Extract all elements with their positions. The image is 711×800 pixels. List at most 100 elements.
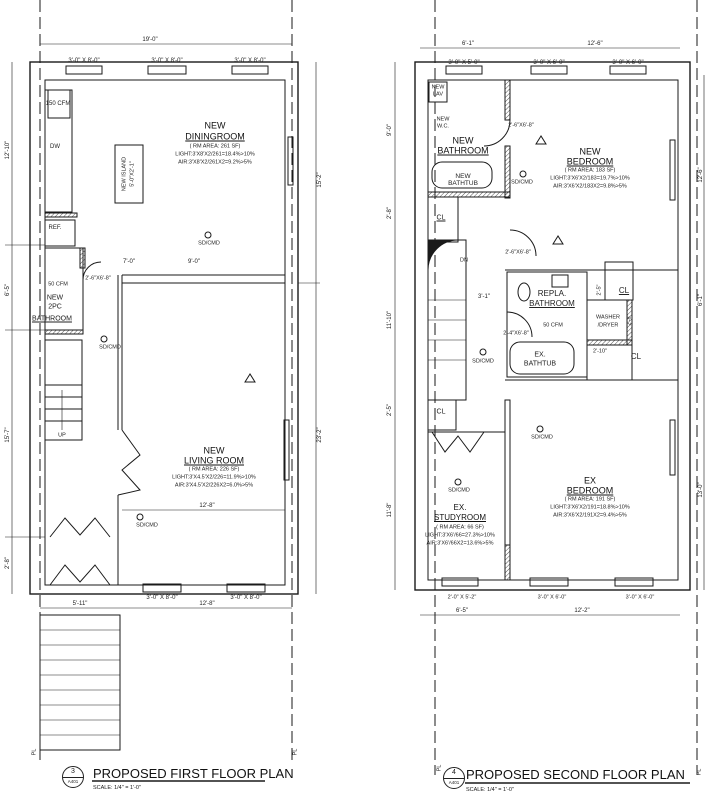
dim-closet-1: 2'-5": [596, 284, 603, 296]
new-bedroom-name-2: BEDROOM: [566, 156, 614, 167]
dim-left-1: 12'-10": [5, 140, 11, 160]
door-label: 2'-6"X6'-8": [508, 122, 534, 129]
dim-right-3: 13'-0": [698, 482, 704, 498]
laundry-label-2: /DRYER: [597, 322, 619, 329]
closet-label: CL: [436, 408, 446, 416]
ex-bedroom-light: LIGHT:3'X6'X2/191=18.8%>10%: [550, 504, 630, 511]
repla-bath-name-1: REPLA.: [537, 289, 567, 298]
ex-tub-1: EX.: [534, 351, 546, 359]
dim-left-1: 9'-0": [387, 124, 393, 136]
island-label-1: NEW ISLAND: [121, 156, 128, 192]
new-tub-1: NEW: [455, 172, 471, 180]
detector-label: SD/CMD: [472, 358, 494, 365]
closet-label: CL: [630, 352, 642, 361]
living-light: LIGHT:3'X4.5'X2/226=11.9%>10%: [172, 474, 256, 481]
bath-name-2: 2PC: [48, 303, 62, 311]
dim-left-2: 2'-8": [387, 207, 393, 219]
bath-fan-label: 50 CFM: [48, 281, 68, 288]
dim-overall-width: 19'-0": [142, 37, 158, 43]
first-floor-title: PROPOSED FIRST FLOOR PLAN: [93, 766, 294, 781]
study-area: ( RM AREA: 66 SF): [436, 524, 484, 531]
dim-hall-1: 7'-0": [123, 259, 135, 265]
property-line-label: PL: [436, 764, 443, 772]
study-air: AIR:3'X6'/66X2=13.6%>5%: [426, 540, 494, 547]
new-bedroom-air: AIR:3'X6'X2/183X2=9.8%>5%: [553, 183, 627, 190]
stairs-up-label: UP: [58, 432, 66, 439]
closet-label: CL: [618, 286, 630, 295]
dining-name-1: NEW: [204, 120, 226, 131]
ex-bedroom-name-2: BEDROOM: [566, 485, 614, 496]
ex-bedroom-area: ( RM AREA: 191 SF): [564, 496, 616, 503]
new-bedroom-area: ( RM AREA: 183 SF): [564, 167, 616, 174]
property-line-label: PL: [292, 748, 299, 756]
dim-top-2: 12'-6": [587, 41, 603, 47]
dim-right-2: 6'-1": [698, 294, 704, 306]
dining-air: AIR:3'X8'X2/261X2=9.2%>5%: [178, 159, 252, 166]
new-bath-name-1: NEW: [452, 135, 474, 146]
living-area: ( RM AREA: 226 SF): [188, 466, 240, 473]
property-line-label: PL: [696, 768, 703, 776]
living-name-1: NEW: [203, 445, 225, 456]
window-label: 3'-0" X 8'-0": [146, 595, 178, 601]
stairs-down-label: DN: [460, 257, 468, 264]
second-floor-title: PROPOSED SECOND FLOOR PLAN: [466, 767, 685, 782]
dim-left-4: 2'-5": [387, 404, 393, 416]
window-label: 3'-0" X 8'-0": [151, 58, 183, 64]
closet-label: CL: [436, 214, 446, 222]
dim-bottom-1: 5'-11": [72, 601, 88, 607]
dim-right-1: 15'-2": [317, 172, 323, 188]
door-label: 2'-6"X6'-8": [505, 249, 531, 256]
dining-area: ( RM AREA: 261 SF): [189, 143, 241, 150]
window-label: 3'-0" X 6'-0": [612, 60, 644, 66]
detector-label: SD/CMD: [136, 522, 158, 529]
repla-bath-fan: 50 CFM: [543, 322, 563, 329]
study-name-1: EX.: [453, 503, 467, 512]
detector-label: SD/CMD: [99, 344, 121, 351]
dim-right-2: 23'-2": [317, 427, 323, 443]
island-label-2: 5'-0"X2'-1": [129, 161, 136, 187]
dim-hall: 3'-1": [478, 294, 490, 300]
detail-number: 4: [444, 768, 464, 779]
dim-top-1: 6'-1": [462, 41, 474, 47]
detail-bubble: 4 A401: [443, 767, 465, 789]
living-name-2: LIVING ROOM: [183, 455, 245, 466]
repla-bath-name-2: BATHROOM: [529, 299, 575, 308]
dim-laundry: 2'-8": [626, 314, 633, 326]
study-light: LIGHT:3'X6'/66=27.3%>10%: [425, 532, 495, 539]
dining-light: LIGHT:3'X8'X2/261=18.4%>10%: [175, 151, 255, 158]
dining-name-2: DININGROOM: [185, 131, 245, 142]
ex-tub-2: BATHTUB: [523, 360, 557, 368]
first-floor-scale: SCALE: 1/4" = 1'-0": [93, 785, 141, 791]
refrigerator-label: REF.: [48, 225, 62, 231]
dim-hall-2: 9'-0": [188, 259, 200, 265]
dim-bottom-2: 12'-2": [574, 608, 590, 614]
detail-bubble: 3 A401: [62, 766, 84, 788]
first-floor-walls: [5, 0, 320, 782]
bath-name-1: NEW: [46, 294, 64, 302]
dim-left-3: 11'-10": [387, 310, 393, 330]
new-bedroom-light: LIGHT:3'X6'X2/183=19.7%>10%: [550, 175, 630, 182]
sheet-number: A401: [448, 780, 460, 785]
ex-bedroom-air: AIR:3'X6'X2/191X2=9.4%>5%: [553, 512, 627, 519]
window-label: 3'-0" X 8'-0": [230, 595, 262, 601]
dim-living-width: 12'-8": [199, 503, 215, 509]
revision-triangle-icons: [244, 135, 564, 383]
dim-left-5: 11'-8": [387, 502, 393, 518]
window-label: 3'-0" X 8'-0": [68, 58, 100, 64]
dim-left-2: 6'-5": [5, 284, 11, 296]
lav-label-2: LAV: [433, 91, 443, 98]
second-floor-walls: [394, 0, 705, 784]
dim-closet-2: 2'-10": [592, 348, 608, 355]
dim-left-4: 2'-8": [5, 557, 11, 569]
detector-label: SD/CMD: [448, 487, 470, 494]
dishwasher-label: DW: [50, 144, 60, 150]
detector-label: SD/CMD: [531, 434, 553, 441]
bath-name-3: BATHROOM: [32, 315, 72, 323]
kitchen-fan-label: 150 CFM: [45, 101, 71, 107]
detail-number: 3: [63, 767, 83, 778]
dim-left-3: 15'-7": [5, 427, 11, 443]
dim-bottom-1: 6'-5": [456, 608, 468, 614]
door-label: 2'-4"X6'-8": [503, 330, 529, 337]
